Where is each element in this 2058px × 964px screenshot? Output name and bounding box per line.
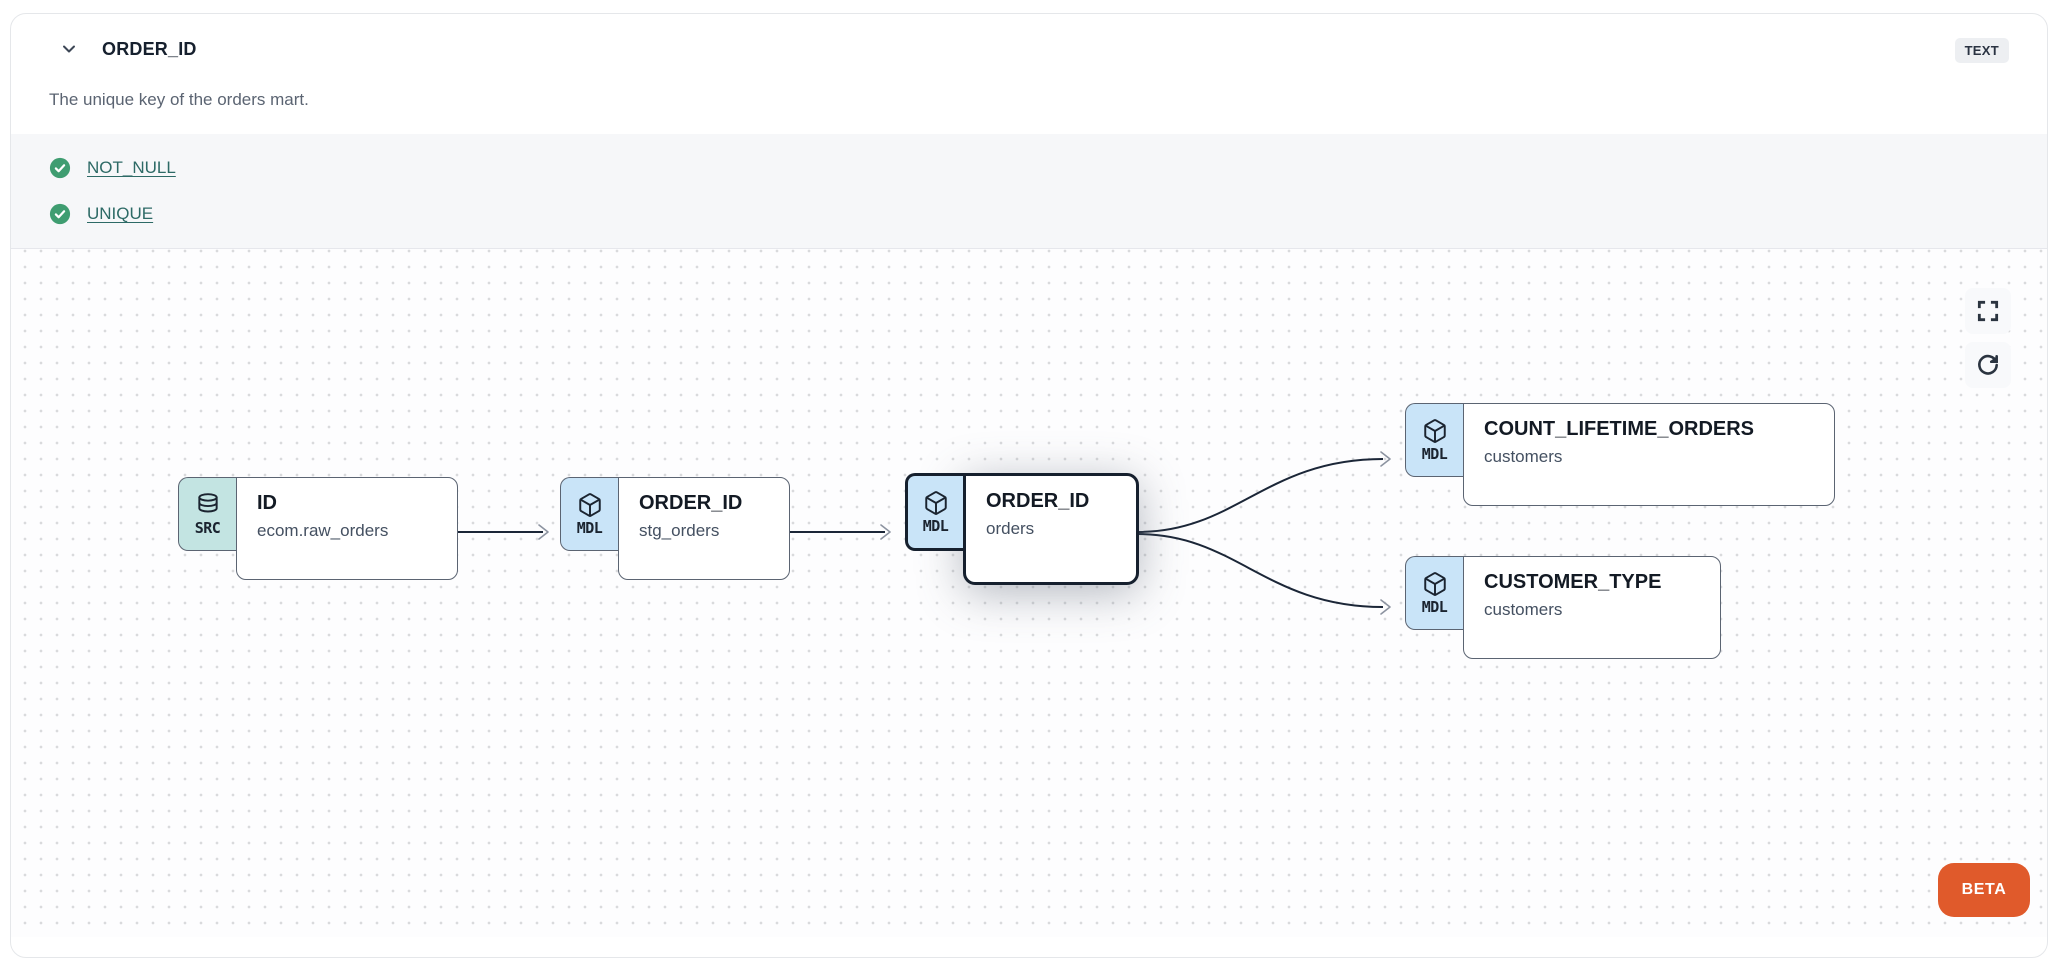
- refresh-button[interactable]: [1965, 342, 2011, 388]
- column-details-card: ORDER_ID TEXT The unique key of the orde…: [10, 13, 2048, 958]
- node-badge-mdl: MDL: [1405, 556, 1463, 630]
- canvas-controls: [1965, 288, 2011, 388]
- lineage-node-order-id-stg-orders[interactable]: MDL ORDER_ID stg_orders: [560, 477, 790, 580]
- node-subtitle: ecom.raw_orders: [257, 521, 389, 540]
- test-link-unique[interactable]: UNIQUE: [87, 204, 154, 223]
- package-icon: [1423, 418, 1446, 443]
- node-body: ORDER_ID stg_orders: [618, 477, 790, 580]
- node-subtitle: stg_orders: [639, 521, 720, 540]
- beta-badge: BETA: [1938, 863, 2030, 917]
- check-circle-icon: [49, 157, 71, 179]
- lineage-node-count-lifetime-orders[interactable]: MDL COUNT_LIFETIME_ORDERS customers: [1405, 403, 1835, 506]
- column-description: The unique key of the orders mart.: [49, 90, 309, 109]
- lineage-node-order-id-orders-selected[interactable]: MDL ORDER_ID orders: [905, 473, 1139, 585]
- test-row: UNIQUE: [49, 203, 2009, 225]
- test-row: NOT_NULL: [49, 157, 2009, 179]
- column-header: ORDER_ID TEXT: [11, 14, 2047, 63]
- node-badge-mdl: MDL: [560, 477, 618, 551]
- column-type-badge: TEXT: [1954, 38, 2009, 63]
- node-body: ORDER_ID orders: [963, 473, 1139, 585]
- node-body: COUNT_LIFETIME_ORDERS customers: [1463, 403, 1835, 506]
- node-subtitle: orders: [986, 519, 1035, 538]
- refresh-icon: [1978, 354, 1998, 375]
- lineage-node-customer-type[interactable]: MDL CUSTOMER_TYPE customers: [1405, 556, 1721, 659]
- check-circle-icon: [49, 203, 71, 225]
- node-badge-mdl: MDL: [905, 473, 963, 551]
- node-badge-mdl: MDL: [1405, 403, 1463, 477]
- node-body: ID ecom.raw_orders: [236, 477, 458, 580]
- column-title: ORDER_ID: [102, 38, 197, 59]
- node-badge-src: SRC: [178, 477, 236, 551]
- node-subtitle: customers: [1484, 600, 1563, 619]
- node-title: ID: [257, 492, 277, 514]
- lineage-canvas[interactable]: SRC ID ecom.raw_orders MDL ORDER_ID stg_…: [11, 249, 2047, 937]
- node-title: CUSTOMER_TYPE: [1484, 571, 1662, 593]
- node-title: ORDER_ID: [986, 490, 1090, 512]
- package-icon: [578, 492, 601, 517]
- lineage-node-id-raw-orders[interactable]: SRC ID ecom.raw_orders: [178, 477, 458, 580]
- node-subtitle: customers: [1484, 447, 1563, 466]
- database-icon: [197, 492, 218, 512]
- fullscreen-icon: [1977, 300, 1999, 322]
- test-link-not-null[interactable]: NOT_NULL: [87, 158, 176, 177]
- node-title: ORDER_ID: [639, 492, 743, 514]
- fullscreen-button[interactable]: [1965, 288, 2011, 334]
- package-icon: [1423, 571, 1446, 596]
- chevron-down-icon[interactable]: [58, 38, 80, 60]
- tests-section: NOT_NULL UNIQUE: [11, 134, 2047, 249]
- package-icon: [924, 490, 947, 515]
- node-title: COUNT_LIFETIME_ORDERS: [1484, 418, 1755, 440]
- node-body: CUSTOMER_TYPE customers: [1463, 556, 1721, 659]
- lineage-edges: [458, 451, 1391, 615]
